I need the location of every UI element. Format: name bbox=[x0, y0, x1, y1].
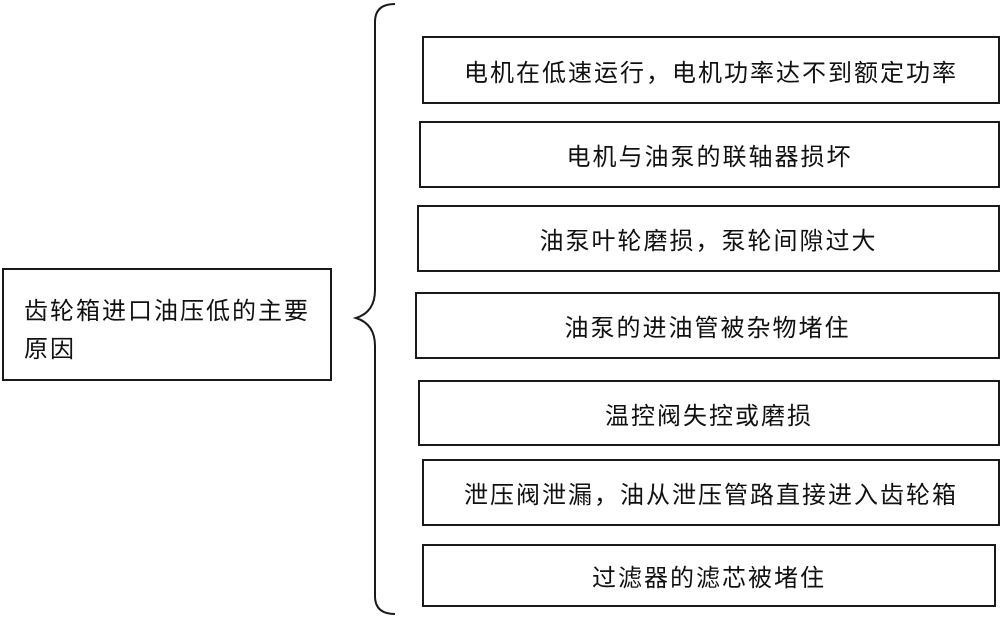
cause-box-5: 温控阀失控或磨损 bbox=[418, 380, 1000, 446]
cause-label: 电机与油泵的联轴器损坏 bbox=[566, 143, 853, 171]
root-node: 齿轮箱进口油压低的主要原因 bbox=[2, 268, 332, 381]
cause-box-4: 油泵的进油管被杂物堵住 bbox=[415, 292, 1000, 359]
curly-brace bbox=[352, 3, 396, 615]
cause-box-7: 过滤器的滤芯被堵住 bbox=[422, 544, 996, 607]
cause-label: 过滤器的滤芯被堵住 bbox=[592, 564, 826, 592]
cause-label: 电机在低速运行，电机功率达不到额定功率 bbox=[464, 58, 958, 87]
cause-box-3: 油泵叶轮磨损，泵轮间隙过大 bbox=[417, 205, 1000, 272]
cause-label: 温控阀失控或磨损 bbox=[605, 401, 813, 430]
cause-box-6: 泄压阀泄漏，油从泄压管路直接进入齿轮箱 bbox=[422, 459, 1000, 526]
cause-label: 油泵的进油管被杂物堵住 bbox=[564, 314, 851, 342]
cause-label: 泄压阀泄漏，油从泄压管路直接进入齿轮箱 bbox=[464, 481, 958, 509]
cause-label: 油泵叶轮磨损，泵轮间隙过大 bbox=[539, 227, 878, 255]
cause-box-1: 电机在低速运行，电机功率达不到额定功率 bbox=[422, 36, 1000, 104]
root-node-label: 齿轮箱进口油压低的主要原因 bbox=[24, 297, 310, 363]
cause-box-2: 电机与油泵的联轴器损坏 bbox=[419, 121, 1000, 188]
